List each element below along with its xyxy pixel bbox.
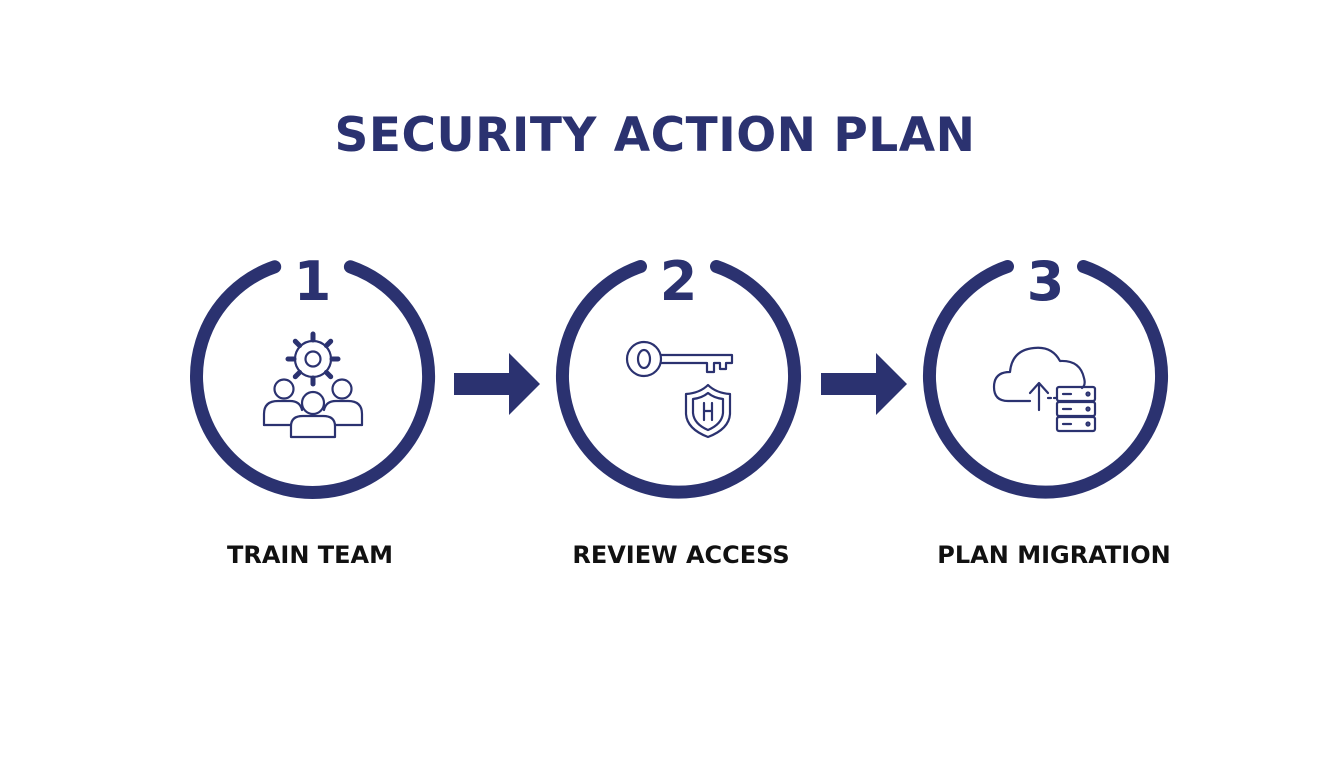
step-ring bbox=[923, 260, 1168, 499]
step-2: 2 REVIEW ACCESS bbox=[556, 250, 801, 569]
step-number: 1 bbox=[294, 250, 332, 313]
step-number: 3 bbox=[1027, 250, 1065, 313]
step-label: PLAN MIGRATION bbox=[937, 541, 1170, 569]
step-ring bbox=[556, 260, 801, 499]
step-label: REVIEW ACCESS bbox=[572, 541, 789, 569]
step-ring bbox=[190, 260, 436, 499]
team-gear-icon bbox=[262, 331, 364, 439]
step-1: 1 TRAIN TEAM bbox=[190, 250, 436, 569]
key-shield-icon bbox=[625, 340, 734, 439]
step-3: 3 PLAN MIGRATION bbox=[923, 250, 1171, 569]
step-number: 2 bbox=[660, 250, 698, 313]
cloud-server-icon bbox=[992, 346, 1097, 433]
arrow-2 bbox=[821, 353, 907, 415]
page-title: SECURITY ACTION PLAN bbox=[334, 108, 976, 163]
step-label: TRAIN TEAM bbox=[227, 541, 393, 569]
arrow-1 bbox=[454, 353, 540, 415]
